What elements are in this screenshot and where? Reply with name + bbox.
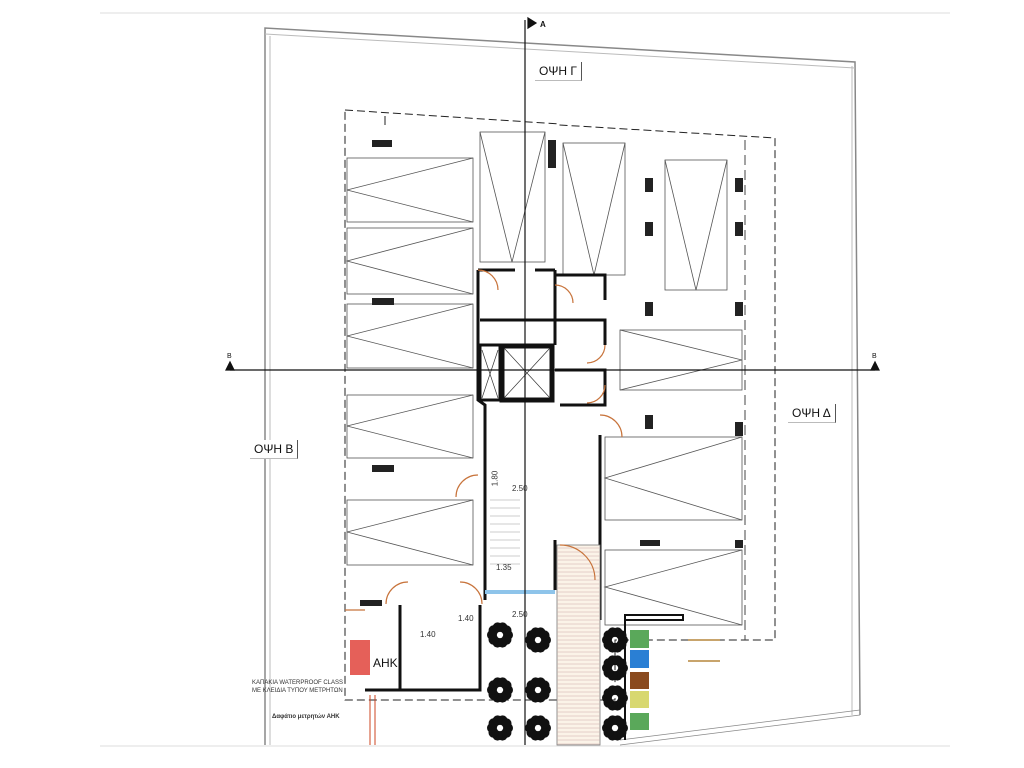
bicycles xyxy=(688,639,720,662)
tree-icon xyxy=(487,715,513,741)
tree-icon xyxy=(602,627,628,653)
dimension-label: 1.35 xyxy=(496,563,512,572)
dimension-label: 1.40 xyxy=(420,630,436,639)
glass-partition xyxy=(485,590,555,594)
columns xyxy=(360,140,743,606)
section-line-a xyxy=(524,16,538,745)
hatched-boundary xyxy=(619,709,861,746)
tree-icon xyxy=(602,685,628,711)
recycling-bins xyxy=(624,614,684,740)
note-meters: Δαφάτιο μετρητών ΑΗΚ xyxy=(272,714,340,720)
tree-icon xyxy=(525,715,551,741)
dimension-label: 1.80 xyxy=(490,470,500,487)
page-borders xyxy=(100,12,950,747)
tree-icon xyxy=(525,677,551,703)
dimension-label: 1.40 xyxy=(458,614,474,623)
tree-icon xyxy=(602,655,628,681)
elevation-east-tag: ΟΨΗ Δ xyxy=(788,404,836,423)
section-b-label-right: B xyxy=(872,353,877,360)
electric-room-label: ΑΗΚ xyxy=(373,656,398,670)
note-waterproof: ΚΑΠΑΚΙΑ WATERPROOF CLASS xyxy=(252,680,344,686)
x-marks xyxy=(481,347,551,399)
section-b-label-left: B xyxy=(227,353,232,360)
entrance-ramp xyxy=(556,544,601,746)
elevation-west-tag: ΟΨΗ Β xyxy=(250,440,299,459)
doors xyxy=(345,269,623,611)
elevation-north-tag: ΟΨΗ Γ xyxy=(535,62,582,81)
site-boundary xyxy=(264,27,861,745)
trees xyxy=(487,622,628,741)
dimension-label: 2.50 xyxy=(512,484,528,493)
section-a-label: A xyxy=(540,20,546,29)
section-line-b xyxy=(225,360,880,371)
stairs xyxy=(490,499,520,565)
parking-spaces xyxy=(345,131,743,626)
tree-icon xyxy=(525,627,551,653)
building-outline xyxy=(344,109,776,701)
dimension-label: 2.50 xyxy=(512,610,528,619)
note-keys: ΜΕ ΚΛΕΙΔΙΑ ΤΥΠΟΥ ΜΕΤΡΗΤΩΝ xyxy=(252,688,343,694)
electric-meter-box xyxy=(350,640,370,675)
tree-icon xyxy=(487,677,513,703)
tree-icon xyxy=(487,622,513,648)
